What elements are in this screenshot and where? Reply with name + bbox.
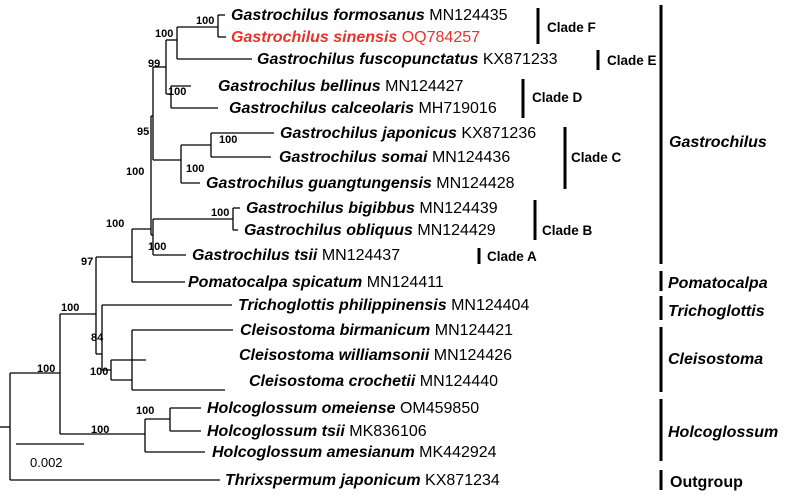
bootstrap-value: 100 <box>61 302 79 314</box>
taxon-label: Cleisostoma crochetii MN124440 <box>249 373 498 390</box>
bootstrap-value: 100 <box>91 424 109 436</box>
taxon-label: Gastrochilus fuscopunctatus KX871233 <box>257 51 558 68</box>
taxon-label: Pomatocalpa spicatum MN124411 <box>188 274 444 291</box>
taxon-label: Thrixspermum japonicum KX871234 <box>225 472 500 489</box>
genus-label: Cleisostoma <box>668 351 763 368</box>
tree-branches <box>0 14 274 481</box>
bootstrap-value: 100 <box>90 366 108 378</box>
taxon-label: Holcoglossum tsii MK836106 <box>207 423 427 440</box>
bootstrap-value: 100 <box>106 218 124 230</box>
bootstrap-values: 100 100 99 100 100 100 95 100 100 100 10… <box>37 15 237 436</box>
bootstrap-value: 100 <box>155 28 173 40</box>
taxon-label: Gastrochilus formosanus MN124435 <box>231 7 508 24</box>
taxon-label: Holcoglossum amesianum MK442924 <box>212 444 497 461</box>
bootstrap-value: 99 <box>148 58 160 70</box>
taxon-label: Gastrochilus bellinus MN124427 <box>218 78 464 95</box>
bootstrap-value: 100 <box>37 363 55 375</box>
bootstrap-value: 84 <box>91 332 104 344</box>
scale-bar-label: 0.002 <box>30 455 63 470</box>
clade-annotations: Clade F Clade E Clade D Clade C Clade B … <box>477 8 657 264</box>
bootstrap-value: 100 <box>148 241 166 253</box>
bootstrap-value: 100 <box>126 166 144 178</box>
taxon-label: Cleisostoma birmanicum MN124421 <box>240 322 513 339</box>
clade-label: Clade B <box>542 223 593 238</box>
bootstrap-value: 100 <box>211 207 229 219</box>
bootstrap-value: 100 <box>168 86 186 98</box>
genus-annotations: Gastrochilus Pomatocalpa Trichoglottis C… <box>659 5 778 491</box>
taxon-label: Cleisostoma williamsonii MN124426 <box>239 347 512 364</box>
bootstrap-value: 100 <box>136 405 154 417</box>
taxon-label: Gastrochilus tsii MN124437 <box>192 247 400 264</box>
bootstrap-value: 100 <box>186 163 204 175</box>
genus-label: Pomatocalpa <box>668 275 768 292</box>
clade-label: Clade D <box>532 90 583 105</box>
taxon-label-highlighted: Gastrochilus sinensis OQ784257 <box>231 29 480 46</box>
taxon-label: Holcoglossum omeiense OM459850 <box>207 400 479 417</box>
clade-label: Clade C <box>571 150 622 165</box>
taxon-label: Gastrochilus calceolaris MH719016 <box>229 100 497 117</box>
taxon-label: Gastrochilus bigibbus MN124439 <box>246 200 498 217</box>
scale-bar: 0.002 <box>16 443 84 470</box>
genus-label: Holcoglossum <box>668 424 778 441</box>
taxon-labels: Gastrochilus formosanus MN124435 Gastroc… <box>188 7 558 489</box>
clade-label: Clade F <box>547 20 596 35</box>
bootstrap-value: 95 <box>137 126 149 138</box>
clade-label: Clade A <box>487 249 537 264</box>
taxon-label: Gastrochilus guangtungensis MN124428 <box>206 175 515 192</box>
genus-label: Gastrochilus <box>669 134 767 151</box>
bootstrap-value: 100 <box>219 134 237 146</box>
taxon-label: Gastrochilus obliquus MN124429 <box>244 222 496 239</box>
bootstrap-value: 97 <box>81 256 93 268</box>
outgroup-label: Outgroup <box>670 474 743 491</box>
taxon-label: Trichoglottis philippinensis MN124404 <box>238 297 529 314</box>
clade-label: Clade E <box>607 53 657 68</box>
genus-label: Trichoglottis <box>668 303 765 320</box>
taxon-label: Gastrochilus somai MN124436 <box>279 149 510 166</box>
taxon-label: Gastrochilus japonicus KX871236 <box>280 125 536 142</box>
bootstrap-value: 100 <box>196 15 214 27</box>
